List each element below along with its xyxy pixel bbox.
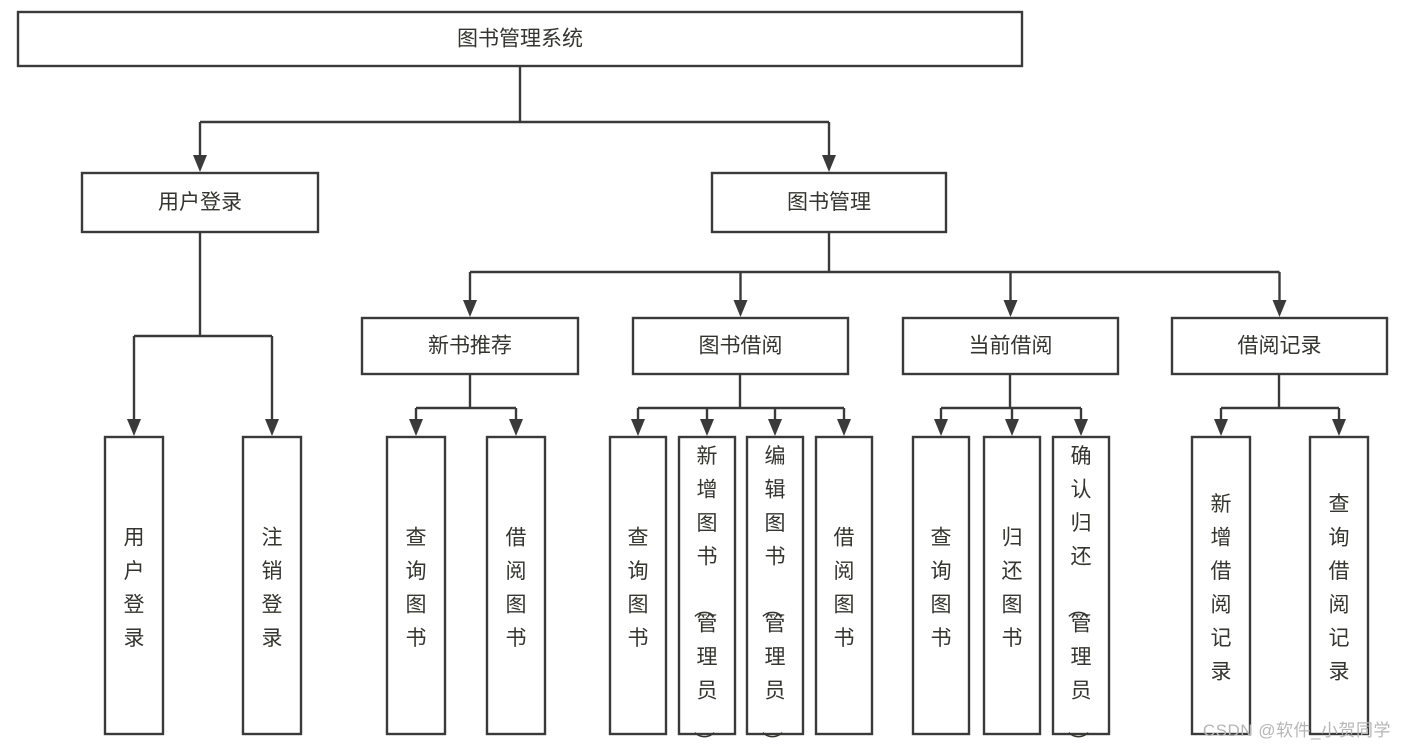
node-new-book-rec[interactable]: 新书推荐 [360,316,580,376]
node-label: 编辑图书（管理员） [760,445,786,747]
node-outline [677,435,737,736]
node-outline [631,316,850,376]
node-label: 查询图书 [628,527,649,651]
node-outline [710,171,948,234]
node-leaf-rec-borrow[interactable]: 借阅图书 [485,435,547,736]
node-outline [745,435,805,736]
node-label: 借阅图书 [506,527,527,651]
node-label: 注销登录 [262,527,283,651]
node-outline [911,435,971,736]
node-outline [901,316,1120,376]
node-leaf-cur-query[interactable]: 查询图书 [911,435,971,736]
node-outline [1190,435,1252,736]
node-outline [1170,316,1389,376]
node-outline [16,10,1024,68]
csdn-watermark: CSDN @软件_小贺同学 [1202,721,1391,740]
node-layer: 图书管理系统用户登录图书管理新书推荐图书借阅当前借阅借阅记录用户登录注销登录查询… [16,10,1389,747]
node-leaf-borrow-do[interactable]: 借阅图书 [814,435,874,736]
node-label: 当前借阅 [969,335,1053,358]
node-book-borrow[interactable]: 图书借阅 [631,316,850,376]
node-leaf-borrow-edit[interactable]: 编辑图书（管理员） [745,435,805,747]
node-leaf-cur-confirm[interactable]: 确认归还（管理员） [1051,435,1111,747]
node-label: 图书管理系统 [457,28,583,51]
node-leaf-borrow-query[interactable]: 查询图书 [608,435,668,736]
node-outline [360,316,580,376]
node-leaf-rec-query[interactable]: 查询图书 [385,435,447,736]
node-outline [80,171,320,234]
node-outline [982,435,1042,736]
node-outline [608,435,668,736]
node-outline [485,435,547,736]
node-outline [241,435,303,736]
node-user-login[interactable]: 用户登录 [80,171,320,234]
node-label: 用户登录 [124,527,145,651]
node-current-borrow[interactable]: 当前借阅 [901,316,1120,376]
node-label: 新增借阅记录 [1211,493,1232,684]
node-label: 借阅记录 [1238,335,1322,358]
node-leaf-user-logout[interactable]: 注销登录 [241,435,303,736]
node-label: 用户登录 [158,191,242,214]
node-outline [385,435,447,736]
node-label: 归还图书 [1002,527,1023,651]
node-leaf-rec-add[interactable]: 新增借阅记录 [1190,435,1252,736]
node-leaf-cur-return[interactable]: 归还图书 [982,435,1042,736]
node-label: 借阅图书 [834,527,855,651]
node-outline [1308,435,1370,736]
node-book-manage[interactable]: 图书管理 [710,171,948,234]
node-label: 确认归还（管理员） [1066,445,1092,747]
node-outline [814,435,874,736]
node-label: 查询图书 [931,527,952,651]
connector-layer [127,66,1346,436]
node-label: 查询图书 [406,527,427,651]
node-label: 新增图书（管理员） [692,445,718,747]
node-leaf-rec-search[interactable]: 查询借阅记录 [1308,435,1370,736]
node-borrow-record[interactable]: 借阅记录 [1170,316,1389,376]
node-leaf-borrow-add[interactable]: 新增图书（管理员） [677,435,737,747]
node-root[interactable]: 图书管理系统 [16,10,1024,68]
node-label: 图书管理 [787,191,871,214]
node-label: 查询借阅记录 [1329,493,1350,684]
node-leaf-user-login[interactable]: 用户登录 [103,435,165,736]
node-label: 图书借阅 [699,335,783,358]
node-outline [1051,435,1111,736]
node-outline [103,435,165,736]
node-label: 新书推荐 [428,335,512,358]
